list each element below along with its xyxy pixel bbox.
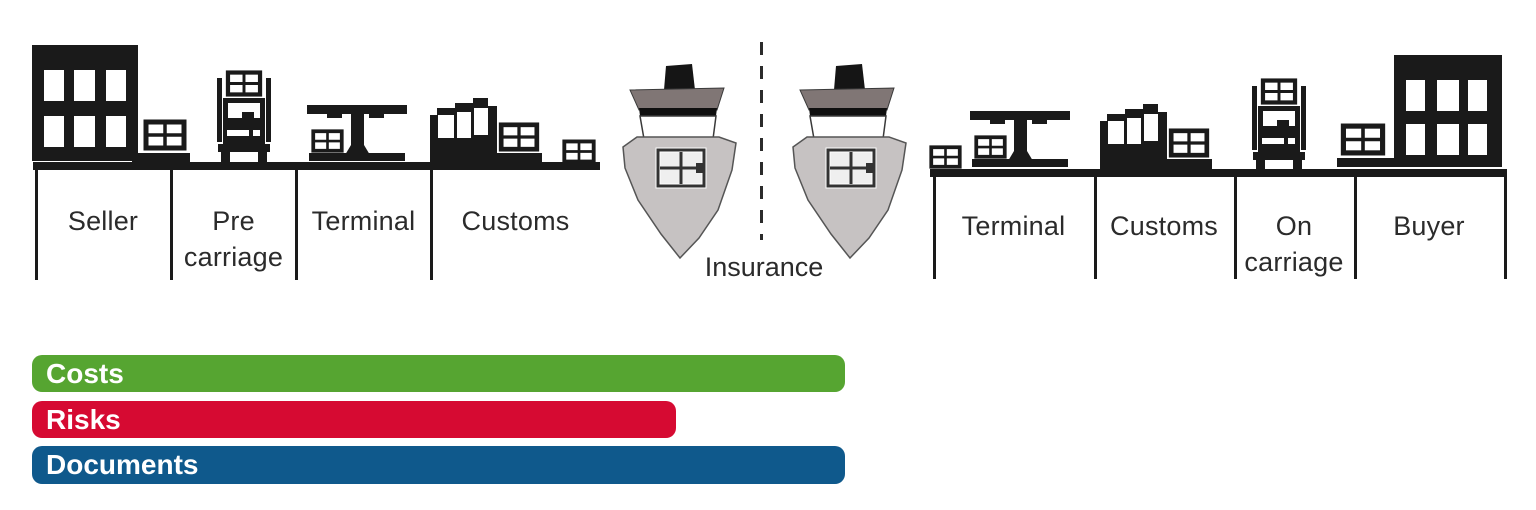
stage-label-on-carriage: On carriage — [1234, 208, 1354, 281]
buyer-building-icon — [1337, 55, 1502, 167]
customs-building-icon — [430, 98, 542, 163]
right-divider-4 — [1354, 175, 1357, 279]
left-divider-2 — [170, 168, 173, 280]
costs-bar: Costs — [32, 355, 845, 392]
stage-label-line: Pre — [212, 206, 255, 236]
stage-label-line: carriage — [1244, 247, 1344, 278]
stage-label-customs-right: Customs — [1110, 211, 1218, 241]
insurance-label: Insurance — [704, 252, 824, 282]
left-divider-3 — [295, 168, 298, 280]
right-divider-5 — [1504, 175, 1507, 279]
risks-bar: Risks — [32, 401, 676, 438]
documents-bar-label: Documents — [46, 449, 199, 480]
customs-building-icon — [1100, 104, 1212, 169]
stage-label-terminal-left: Terminal — [311, 206, 416, 236]
stage-label-line: On — [1275, 211, 1313, 241]
stage-label-pre-carriage: Pre carriage — [171, 203, 296, 276]
left-divider-4 — [430, 168, 433, 280]
on-carriage-truck-icon — [1252, 76, 1306, 170]
pre-carriage-truck-icon — [217, 68, 271, 162]
cargo-crate-icon — [1343, 126, 1382, 153]
stage-label-line: carriage — [183, 242, 284, 273]
costs-bar-label: Costs — [46, 358, 124, 389]
right-divider-2 — [1094, 175, 1097, 279]
right-divider-3 — [1234, 175, 1237, 279]
insurance-dashed-divider — [760, 42, 763, 240]
cargo-crate-icon — [562, 139, 596, 164]
cargo-crate-icon — [929, 145, 962, 169]
terminal-crane-icon — [970, 111, 1070, 167]
cargo-crate-icon — [146, 122, 184, 148]
stage-label-terminal-right: Terminal — [961, 211, 1066, 241]
right-divider-1 — [933, 175, 936, 279]
stage-label-customs-left: Customs — [461, 206, 570, 236]
seller-building-icon — [32, 45, 190, 162]
cargo-crate-icon — [825, 147, 877, 189]
stage-label-seller: Seller — [67, 206, 139, 236]
left-ground-line — [33, 162, 600, 170]
cargo-ship-icon — [792, 64, 907, 260]
left-divider-1 — [35, 168, 38, 280]
documents-bar: Documents — [32, 446, 845, 484]
cargo-crate-icon — [655, 147, 707, 189]
cargo-ship-icon — [622, 64, 737, 260]
risks-bar-label: Risks — [46, 404, 121, 435]
terminal-crane-icon — [307, 105, 407, 161]
stage-label-buyer: Buyer — [1393, 211, 1465, 241]
right-ground-line — [930, 169, 1507, 177]
